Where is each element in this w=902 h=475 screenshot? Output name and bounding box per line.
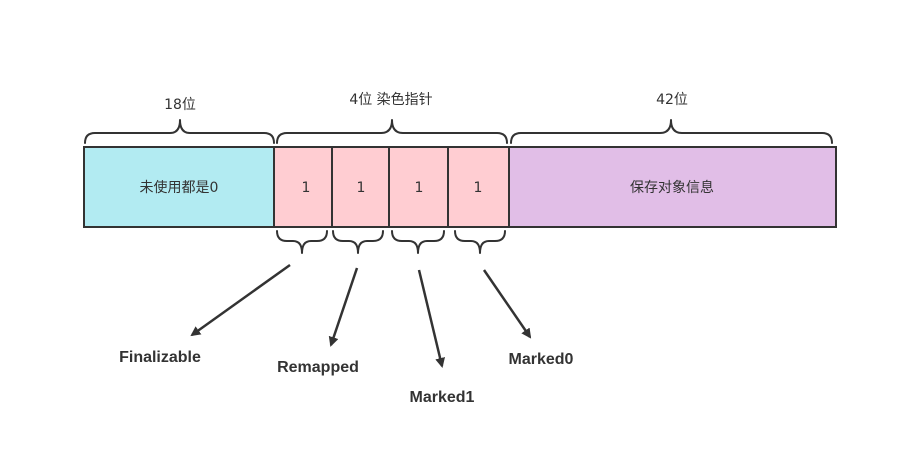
segment-bit-finalizable-text: 1: [302, 180, 311, 196]
arrow-to-marked0: [482, 269, 532, 339]
segment-bit-finalizable: [273, 146, 333, 228]
segment-bit-marked0: [447, 146, 510, 228]
segment-object-info: [508, 146, 837, 228]
segment-bit-marked0-text: 1: [474, 180, 483, 196]
colored-pointer-width-label: 4位 染色指针: [349, 91, 432, 108]
segment-bit-marked1-text: 1: [415, 180, 424, 196]
brace-colored-pointer-width: [276, 119, 508, 144]
segment-object-info-text: 保存对象信息: [630, 179, 714, 196]
brace-marked1-bit: [391, 230, 445, 254]
flag-marked1-label: Marked1: [410, 389, 475, 406]
unused-width-label: 18位: [164, 97, 196, 113]
brace-marked0-bit: [454, 230, 506, 254]
object-info-width-label: 42位: [656, 92, 688, 108]
brace-unused-width: [84, 119, 275, 144]
arrow-to-finalizable: [190, 263, 291, 337]
arrow-to-remapped: [328, 267, 359, 347]
flag-finalizable-label: Finalizable: [119, 349, 201, 366]
arrow-to-marked1: [417, 269, 445, 368]
segment-unused: [83, 146, 275, 228]
brace-finalizable-bit: [276, 230, 328, 254]
brace-object-info-width: [510, 119, 833, 144]
segment-bit-remapped: [331, 146, 390, 228]
segment-bit-remapped-text: 1: [357, 180, 366, 196]
flag-remapped-label: Remapped: [277, 359, 359, 376]
flag-marked0-label: Marked0: [509, 351, 574, 368]
segment-unused-text: 未使用都是0: [140, 179, 219, 196]
brace-remapped-bit: [332, 230, 384, 254]
